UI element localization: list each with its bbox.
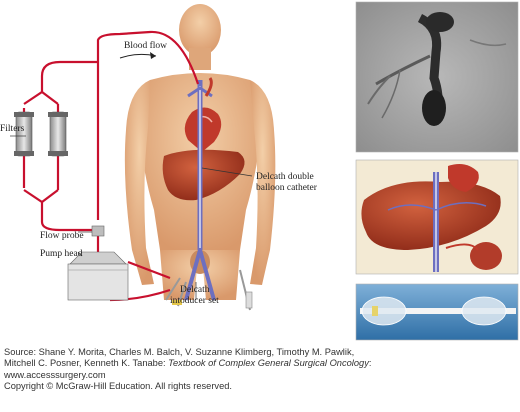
flow-probe [91,225,105,237]
caption-colon: : [368,358,372,369]
filters [14,111,68,157]
label-introducer-line2: intoducer set [170,296,219,306]
angiogram-panel [355,1,519,153]
caption-copyright: Copyright © McGraw-Hill Education. All r… [4,381,232,392]
liver-closeup-panel [355,159,519,275]
label-filters: Filters [0,124,25,134]
caption-line1: Source: Shane Y. Morita, Charles M. Balc… [4,347,355,357]
caption-url[interactable]: www.accesssurgery.com [4,369,106,380]
label-blood-flow: Blood flow [124,40,167,51]
label-catheter-line1: Delcath double [256,172,314,182]
pump-head [67,251,129,301]
caption-line2: Mitchell C. Posner, Kenneth K. Tanabe: T… [4,358,516,369]
tubing-circuit [22,30,200,302]
blood-flow-arrow [119,52,157,59]
label-flow-probe: Flow probe [40,231,84,241]
label-pump-head: Pump head [40,249,83,259]
introducer-set [165,269,253,311]
vena-cava-catheter [184,77,216,301]
label-catheter-line2: balloon catheter [256,183,318,193]
caption-book-title: Textbook of Complex General Surgical Onc… [168,358,369,369]
figure-caption: Source: Shane Y. Morita, Charles M. Balc… [4,347,516,393]
caption-authors: Mitchell C. Posner, Kenneth K. Tanabe: [4,358,169,369]
liver [162,149,245,201]
balloon-catheter-photo [355,283,519,341]
hepatic-perfusion-figure: Blood flow Filters Flow probe Pump head … [0,1,519,341]
leader-lines [10,135,253,300]
label-introducer-line1: Delcath [180,285,210,295]
